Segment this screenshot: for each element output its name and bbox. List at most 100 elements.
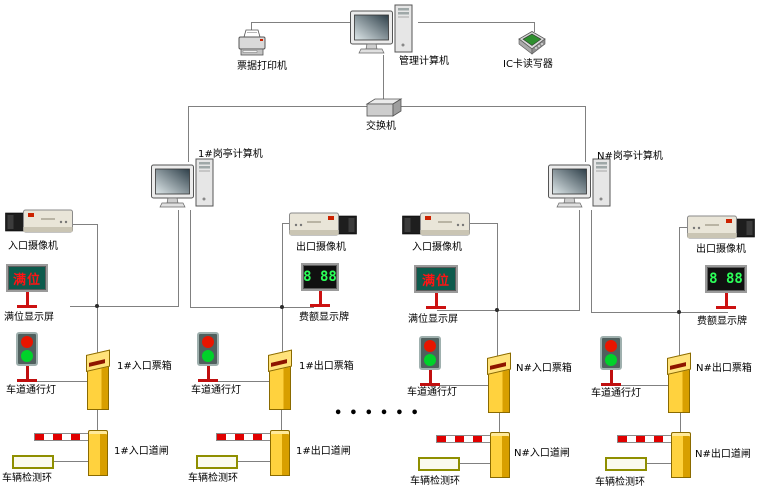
lane1-ticket-box-label: 1#入口票箱 bbox=[117, 361, 172, 372]
connector-line bbox=[70, 306, 179, 307]
red-light bbox=[424, 340, 436, 352]
lane2-loop-label: 车辆检测环 bbox=[188, 473, 238, 484]
connector-line bbox=[251, 22, 252, 31]
lane4-barrier-gate bbox=[617, 432, 691, 478]
barrier-post bbox=[490, 432, 510, 478]
junction-dot bbox=[495, 308, 499, 312]
lane2-barrier-gate bbox=[216, 430, 290, 476]
management-computer-label: 管理计算机 bbox=[399, 56, 449, 67]
light-pole bbox=[206, 366, 210, 379]
sign-base bbox=[17, 305, 37, 308]
ticket-printer-label: 票据打印机 bbox=[237, 61, 287, 72]
connector-line bbox=[383, 55, 384, 104]
lane2-barrier-label: 1#出口道闸 bbox=[296, 446, 351, 457]
lane4-detection-loop bbox=[605, 457, 647, 471]
connector-line bbox=[72, 224, 97, 225]
red-light bbox=[202, 336, 214, 348]
sign-pole bbox=[434, 293, 438, 306]
lane3-sign-label: 满位显示屏 bbox=[408, 314, 458, 325]
connector-line bbox=[31, 381, 88, 382]
barrier-post bbox=[671, 432, 691, 478]
lane1-detection-loop bbox=[12, 455, 54, 469]
lane3-detection-loop bbox=[418, 457, 460, 471]
light-pole bbox=[428, 370, 432, 383]
lane1-traffic-light-label: 车道通行灯 bbox=[6, 385, 56, 396]
lane1-camera-label: 入口摄像机 bbox=[8, 241, 58, 252]
connector-line bbox=[585, 106, 586, 162]
lane2-detection-loop bbox=[196, 455, 238, 469]
lane-trunk-line bbox=[282, 223, 283, 358]
sign-pole bbox=[724, 293, 728, 306]
barrier-arm bbox=[617, 435, 676, 443]
barrier-arm bbox=[436, 435, 495, 443]
green-light bbox=[605, 354, 617, 366]
lane2-traffic-light bbox=[197, 332, 219, 382]
lane3-ticket-box-label: N#入口票箱 bbox=[516, 363, 572, 374]
ic-card-reader-label: IC卡读写器 bbox=[503, 59, 553, 70]
lane4-ticket-box-label: N#出口票箱 bbox=[696, 363, 752, 374]
lane4-exit-camera-icon bbox=[687, 215, 755, 243]
lane-trunk-line bbox=[97, 224, 98, 358]
sign-base bbox=[426, 306, 446, 309]
lane3-ticket-box bbox=[486, 352, 513, 413]
lane2-sign-label: 费额显示牌 bbox=[299, 312, 349, 323]
red-light bbox=[21, 336, 33, 348]
lane1-barrier-label: 1#入口道闸 bbox=[114, 446, 169, 457]
sign-pole bbox=[25, 292, 29, 305]
connector-line bbox=[251, 22, 352, 23]
connector-line bbox=[190, 210, 191, 307]
connector-line bbox=[534, 22, 535, 32]
connector-line bbox=[468, 223, 497, 224]
connector-line bbox=[190, 307, 314, 308]
connector-line bbox=[591, 312, 728, 313]
more-lanes-ellipsis: •••••• bbox=[334, 406, 426, 421]
barrier-post bbox=[88, 430, 108, 476]
connector-line bbox=[680, 410, 681, 434]
light-base bbox=[17, 379, 37, 382]
lane3-full-sign: 满位 bbox=[414, 265, 458, 309]
sign-pole bbox=[318, 291, 322, 304]
lane-trunk-line bbox=[497, 223, 498, 362]
ic-card-reader-icon bbox=[517, 31, 547, 57]
green-light bbox=[202, 350, 214, 362]
sign-base bbox=[310, 304, 330, 307]
lane4-camera-label: 出口摄像机 bbox=[696, 244, 746, 255]
green-light bbox=[424, 354, 436, 366]
connector-line bbox=[459, 463, 492, 464]
connector-line bbox=[188, 106, 189, 162]
management-computer-icon bbox=[350, 4, 416, 58]
connector-line bbox=[178, 210, 179, 306]
connector-line bbox=[97, 408, 98, 432]
connector-line bbox=[646, 463, 679, 464]
connector-line bbox=[237, 461, 274, 462]
lane4-fee-sign-text: 8 88 bbox=[709, 271, 743, 287]
lane1-loop-label: 车辆检测环 bbox=[2, 473, 52, 484]
lane4-barrier-label: N#出口道闸 bbox=[695, 449, 751, 460]
junction-dot bbox=[677, 310, 681, 314]
connector-line bbox=[591, 210, 592, 312]
connector-line bbox=[437, 310, 580, 311]
lane3-camera-label: 入口摄像机 bbox=[412, 242, 462, 253]
light-base bbox=[420, 383, 440, 386]
booth1-computer-label: 1#岗亭计算机 bbox=[198, 149, 263, 160]
booth1-computer-icon bbox=[151, 158, 217, 212]
connector-line bbox=[53, 461, 91, 462]
connector-line bbox=[434, 385, 488, 386]
connector-line bbox=[499, 410, 500, 434]
junction-dot bbox=[95, 304, 99, 308]
boothN-computer-label: N#岗亭计算机 bbox=[597, 151, 663, 162]
lane3-entrance-camera-icon bbox=[402, 212, 470, 240]
connector-line bbox=[615, 385, 669, 386]
green-light bbox=[21, 350, 33, 362]
lane3-loop-label: 车辆检测环 bbox=[410, 476, 460, 487]
lane2-fee-sign-text: 8 88 bbox=[303, 269, 337, 285]
lane1-ticket-box bbox=[85, 349, 112, 410]
lane1-traffic-light bbox=[16, 332, 38, 382]
lane1-sign-label: 满位显示屏 bbox=[4, 312, 54, 323]
light-pole bbox=[25, 366, 29, 379]
network-switch-icon bbox=[363, 98, 403, 120]
boothN-computer-icon bbox=[548, 158, 614, 212]
connector-line bbox=[579, 210, 580, 310]
barrier-arm bbox=[216, 433, 275, 441]
